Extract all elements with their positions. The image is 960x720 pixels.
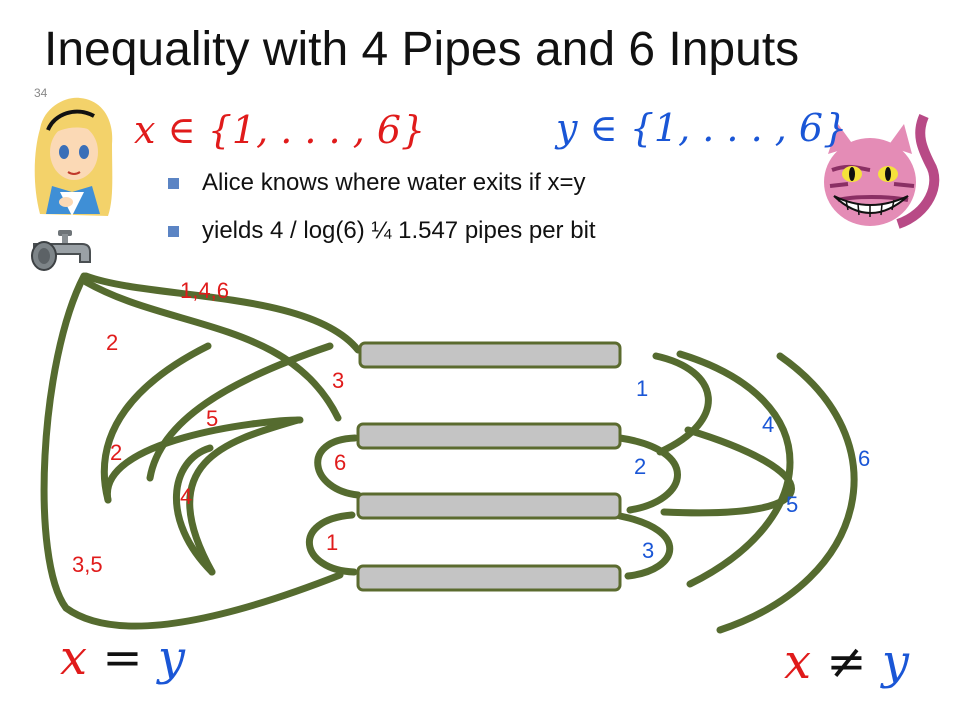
wire-label-right: 2: [634, 454, 647, 479]
bullet-marker: [168, 178, 179, 189]
wire-label-left: 2: [106, 330, 119, 355]
wire-right-1: [652, 352, 712, 456]
wire-label-left: 3: [332, 368, 345, 393]
formula-not-equals: ≠: [826, 634, 867, 690]
formula-equals: =: [102, 630, 143, 686]
x-not-equals-y-formula: x ≠ y: [784, 634, 909, 690]
pipe-1: [358, 341, 622, 369]
wire-label-right: 3: [642, 538, 655, 563]
wire-right-4: [660, 426, 795, 517]
wire-right-6: [716, 352, 858, 634]
wire-mid-left-2: [146, 342, 334, 482]
pipe-3: [356, 492, 622, 520]
wire-pipe4-hook: [305, 511, 358, 576]
wire-mid-left-3: [186, 416, 302, 576]
wire-label-left: 4: [180, 484, 193, 509]
wire-lower-left-1: [173, 444, 216, 576]
bullet-item: yields 4 / log(6) ¼ 1.547 pipes per bit: [168, 210, 596, 258]
wire-label-left: 6: [334, 450, 347, 475]
wire-right-5: [676, 350, 794, 588]
wire-label-right: 6: [858, 446, 871, 471]
cheshire-cat-icon: [824, 113, 940, 229]
wire-label-left: 1: [326, 530, 339, 555]
wire-label-right: 1: [636, 376, 649, 401]
slide-title: Inequality with 4 Pipes and 6 Inputs: [44, 23, 800, 76]
wire-label-left: 3,5: [72, 552, 103, 577]
bullet-list: Alice knows where water exits if x=y yie…: [168, 162, 596, 258]
wire-top-arc-2: [82, 278, 342, 422]
formula-x: x: [784, 634, 812, 690]
x-domain-formula: x ∈ {1, . . . , 6}: [134, 108, 426, 152]
formula-y: y: [157, 630, 185, 686]
formula-x: x: [60, 630, 88, 686]
bullet-item: Alice knows where water exits if x=y: [168, 162, 596, 210]
alice-avatar-icon: [34, 97, 113, 216]
wire-label-left: 2: [110, 440, 123, 465]
wire-label-right: 5: [786, 492, 799, 517]
pipe-2: [356, 422, 622, 450]
wire-pipe2-hook: [314, 434, 362, 499]
slide-number: 34: [34, 86, 48, 100]
bullet-marker: [168, 226, 179, 237]
wire-mid-left-1: [100, 342, 212, 504]
wire-label-right: 4: [762, 412, 775, 437]
wire-mid-left-4: [104, 416, 304, 504]
pipe-4: [356, 564, 622, 592]
wire-right-3: [616, 512, 674, 580]
wire-outer-left: [40, 272, 344, 630]
x-equals-y-formula: x = y: [60, 630, 185, 686]
formula-y: y: [881, 634, 909, 690]
wire-label-left: 1,4,6: [180, 278, 229, 303]
wire-label-left: 5: [206, 406, 219, 431]
wire-top-arc: [82, 272, 362, 354]
bullet-text: Alice knows where water exits if x=y: [202, 169, 586, 196]
y-domain-formula: y ∈ {1, . . . , 6}: [556, 106, 848, 150]
bullet-text: yields 4 / log(6) ¼ 1.547 pipes per bit: [202, 217, 596, 244]
faucet-icon: [31, 230, 91, 271]
wire-right-2: [616, 434, 681, 514]
